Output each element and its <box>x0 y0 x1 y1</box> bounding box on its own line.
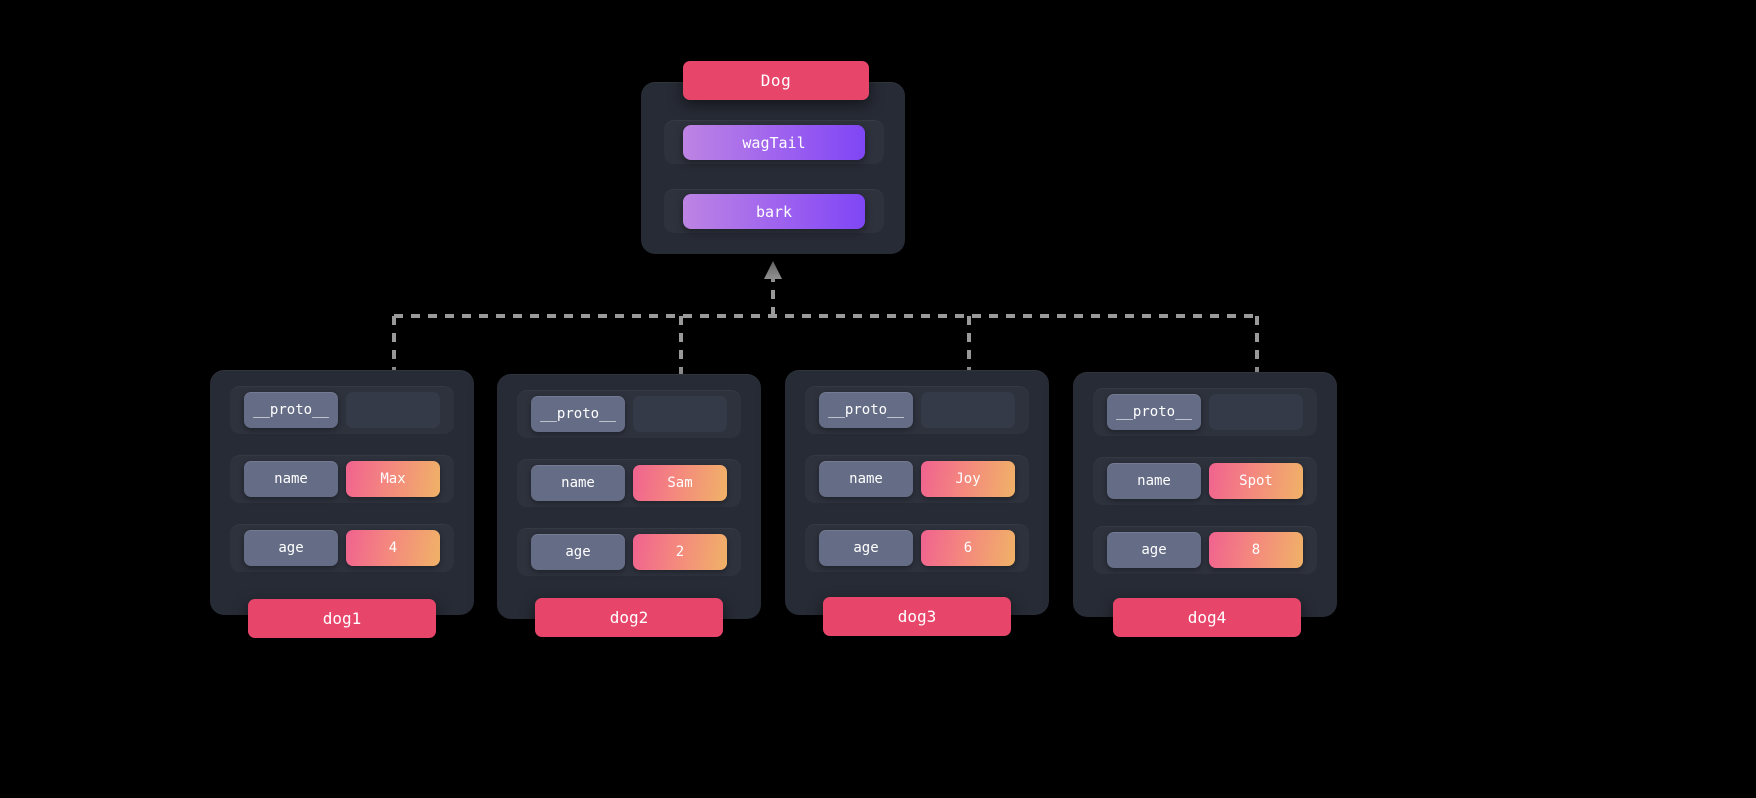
instance-card-dog1[interactable]: __proto__ name Max age 4 <box>210 370 474 615</box>
instance-label-dog4: dog4 <box>1113 598 1301 637</box>
table-row: __proto__ <box>1093 388 1317 436</box>
value-pill-age: 4 <box>346 530 440 566</box>
key-pill-name: name <box>531 465 625 501</box>
proto-value-slot[interactable] <box>1209 394 1303 430</box>
key-pill-age: age <box>531 534 625 570</box>
key-pill-age: age <box>244 530 338 566</box>
instance-card-dog3[interactable]: __proto__ name Joy age 6 <box>785 370 1049 615</box>
value-pill-name: Joy <box>921 461 1015 497</box>
table-row: age 8 <box>1093 526 1317 574</box>
instance-label-dog2: dog2 <box>535 598 723 637</box>
table-row: name Spot <box>1093 457 1317 505</box>
table-row: __proto__ <box>230 386 454 434</box>
table-row: age 2 <box>517 528 741 576</box>
proto-value-slot[interactable] <box>346 392 440 428</box>
proto-value-slot[interactable] <box>921 392 1015 428</box>
key-pill-proto: __proto__ <box>819 392 913 428</box>
value-pill-name: Sam <box>633 465 727 501</box>
method-pill-wagtail[interactable]: wagTail <box>683 125 865 160</box>
table-row: name Max <box>230 455 454 503</box>
table-row: name Sam <box>517 459 741 507</box>
value-pill-age: 8 <box>1209 532 1303 568</box>
table-row: __proto__ <box>517 390 741 438</box>
key-pill-name: name <box>819 461 913 497</box>
key-pill-proto: __proto__ <box>244 392 338 428</box>
prototype-title-badge: Dog <box>683 61 869 100</box>
key-pill-name: name <box>244 461 338 497</box>
key-pill-proto: __proto__ <box>1107 394 1201 430</box>
method-slot-wagtail: wagTail <box>664 120 884 164</box>
instance-card-dog4[interactable]: __proto__ name Spot age 8 <box>1073 372 1337 617</box>
key-pill-age: age <box>819 530 913 566</box>
table-row: age 6 <box>805 524 1029 572</box>
arrowhead-icon <box>764 261 782 279</box>
value-pill-name: Spot <box>1209 463 1303 499</box>
value-pill-age: 6 <box>921 530 1015 566</box>
instance-card-dog2[interactable]: __proto__ name Sam age 2 <box>497 374 761 619</box>
method-slot-bark: bark <box>664 189 884 233</box>
key-pill-proto: __proto__ <box>531 396 625 432</box>
value-pill-name: Max <box>346 461 440 497</box>
instance-label-dog1: dog1 <box>248 599 436 638</box>
proto-value-slot[interactable] <box>633 396 727 432</box>
table-row: name Joy <box>805 455 1029 503</box>
key-pill-name: name <box>1107 463 1201 499</box>
method-pill-bark[interactable]: bark <box>683 194 865 229</box>
table-row: __proto__ <box>805 386 1029 434</box>
value-pill-age: 2 <box>633 534 727 570</box>
table-row: age 4 <box>230 524 454 572</box>
key-pill-age: age <box>1107 532 1201 568</box>
instance-label-dog3: dog3 <box>823 597 1011 636</box>
